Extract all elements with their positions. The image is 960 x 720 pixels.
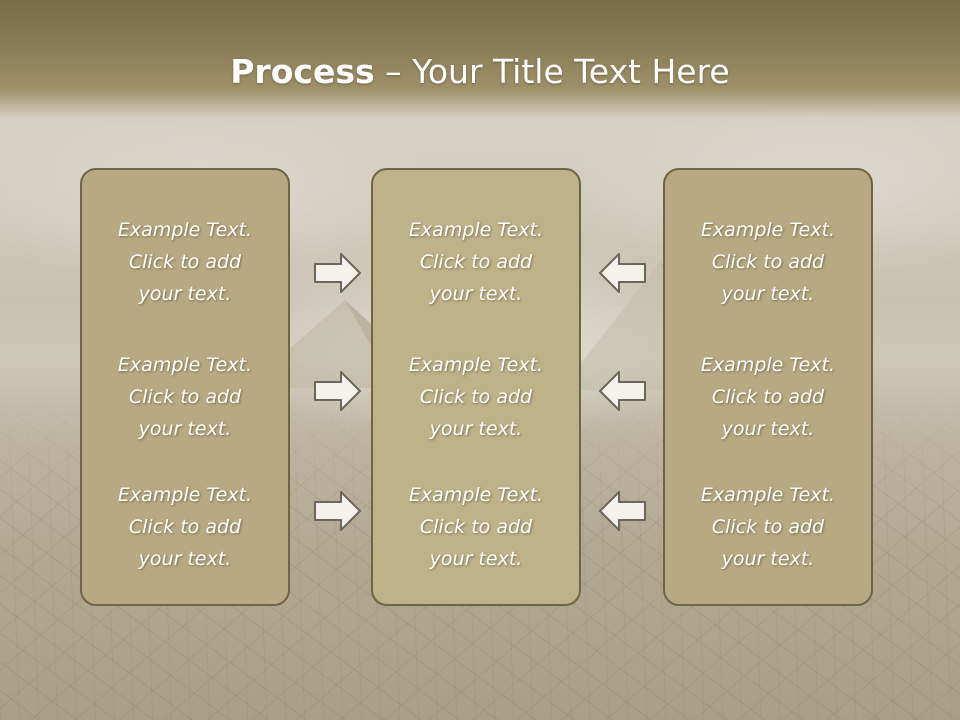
text-placeholder[interactable]: Example Text. Click to add your text.	[373, 349, 579, 445]
title-rest-text: – Your Title Text Here	[374, 52, 730, 91]
text-placeholder[interactable]: Example Text. Click to add your text.	[665, 214, 871, 310]
text-line: Example Text.	[117, 354, 253, 376]
text-placeholder[interactable]: Example Text. Click to add your text.	[373, 479, 579, 575]
text-line: your text.	[721, 418, 815, 440]
arrow-right-icon	[314, 491, 361, 531]
text-line: your text.	[138, 548, 232, 570]
text-line: Example Text.	[700, 484, 836, 506]
arrow-left-icon	[599, 253, 646, 293]
text-line: your text.	[429, 548, 523, 570]
text-line: your text.	[721, 283, 815, 305]
title-bar	[0, 0, 960, 118]
text-placeholder[interactable]: Example Text. Click to add your text.	[373, 214, 579, 310]
text-placeholder[interactable]: Example Text. Click to add your text.	[82, 349, 288, 445]
arrow-left-icon	[599, 371, 646, 411]
arrow-left-icon	[599, 491, 646, 531]
text-line: Click to add	[711, 516, 825, 538]
text-line: Example Text.	[700, 354, 836, 376]
text-line: Example Text.	[117, 219, 253, 241]
text-line: Example Text.	[700, 219, 836, 241]
process-column-middle[interactable]: Example Text. Click to add your text. Ex…	[371, 168, 581, 606]
text-line: your text.	[138, 283, 232, 305]
text-line: Click to add	[711, 251, 825, 273]
text-line: your text.	[138, 418, 232, 440]
title-bold-text: Process	[230, 52, 375, 91]
text-placeholder[interactable]: Example Text. Click to add your text.	[82, 479, 288, 575]
text-line: Example Text.	[117, 484, 253, 506]
text-line: your text.	[429, 283, 523, 305]
process-column-right[interactable]: Example Text. Click to add your text. Ex…	[663, 168, 873, 606]
text-line: Click to add	[711, 386, 825, 408]
text-line: Example Text.	[408, 219, 544, 241]
text-line: Example Text.	[408, 354, 544, 376]
text-line: Click to add	[419, 516, 533, 538]
slide-title[interactable]: Process – Your Title Text Here	[0, 52, 960, 91]
text-line: your text.	[429, 418, 523, 440]
text-line: Click to add	[128, 516, 242, 538]
text-line: Click to add	[419, 386, 533, 408]
text-line: your text.	[721, 548, 815, 570]
process-column-left[interactable]: Example Text. Click to add your text. Ex…	[80, 168, 290, 606]
text-line: Click to add	[419, 251, 533, 273]
text-line: Click to add	[128, 251, 242, 273]
arrow-right-icon	[314, 253, 361, 293]
text-line: Click to add	[128, 386, 242, 408]
text-placeholder[interactable]: Example Text. Click to add your text.	[82, 214, 288, 310]
arrow-right-icon	[314, 371, 361, 411]
text-line: Example Text.	[408, 484, 544, 506]
text-placeholder[interactable]: Example Text. Click to add your text.	[665, 349, 871, 445]
text-placeholder[interactable]: Example Text. Click to add your text.	[665, 479, 871, 575]
